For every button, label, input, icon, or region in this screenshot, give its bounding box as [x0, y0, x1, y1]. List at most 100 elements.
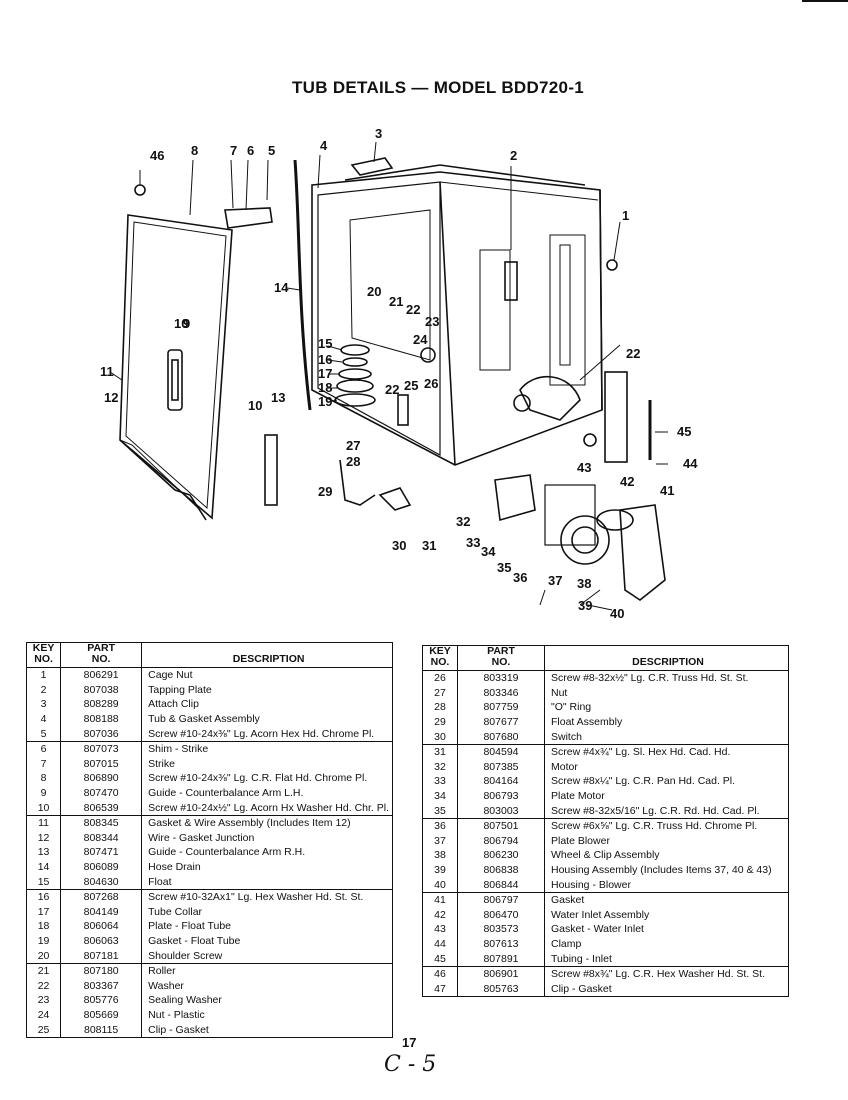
description-cell: Screw #8x¾" Lg. C.R. Hex Washer Hd. St. … [551, 968, 765, 981]
description-cell: Wheel & Clip Assembly [551, 849, 660, 862]
part-no-cell: 807759 [457, 700, 545, 715]
description-cell: Float [141, 874, 393, 890]
description-cell: Gasket [551, 894, 585, 907]
description-cell: Nut - Plastic [148, 1008, 205, 1021]
key-no-cell: 32 [422, 759, 458, 775]
description-cell: Guide - Counterbalance Arm R.H. [148, 846, 306, 859]
callout-label: 5 [268, 143, 275, 158]
part-no-cell: 807471 [60, 845, 143, 860]
callout-label: 40 [610, 606, 624, 621]
description-cell: Water Inlet Assembly [551, 908, 650, 921]
key-no-cell: 35 [422, 803, 458, 819]
part-no-cell: 805776 [60, 993, 143, 1008]
description-cell: Motor [551, 760, 578, 773]
callout-label: 23 [425, 314, 439, 329]
description-cell: Housing Assembly (Includes Items 37, 40 … [551, 864, 772, 877]
part-no-cell: 806230 [457, 848, 545, 863]
key-no-cell: 43 [422, 922, 458, 937]
part-no-cell: 807268 [60, 889, 143, 905]
key-no-cell: 37 [422, 833, 458, 849]
description-cell: Gasket - Float Tube [148, 934, 241, 947]
part-no-cell: 806890 [60, 771, 143, 786]
part-no-cell: 806797 [457, 892, 545, 908]
callout-label: 22 [385, 382, 399, 397]
part-no-cell: 807181 [60, 948, 143, 964]
callout-label: 4 [320, 138, 328, 153]
part-no-cell: 807385 [457, 759, 545, 775]
callout-label: 30 [392, 538, 406, 553]
key-no-cell: 44 [422, 936, 458, 952]
callout-label: 1 [622, 208, 629, 223]
callout-label: 32 [456, 514, 470, 529]
description-cell: Clamp [551, 937, 582, 950]
key-no-cell: 10 [26, 800, 62, 816]
part-no-cell: 803319 [457, 670, 545, 686]
part-no-cell: 808188 [60, 711, 143, 727]
key-no-cell: 12 [26, 830, 62, 846]
callout-label: 14 [274, 280, 289, 295]
description-cell: Roller [148, 965, 176, 978]
callout-label: 44 [683, 456, 698, 471]
description-cell: Clip - Gasket [148, 1023, 209, 1036]
handwritten-note: C - 5 [384, 1052, 437, 1077]
key-no-cell: 42 [422, 907, 458, 923]
description-cell: Guide - Counterbalance Arm L.H. [148, 787, 304, 800]
description-header: DESCRIPTION [544, 645, 789, 671]
key-no-cell: 23 [26, 993, 62, 1008]
callout-label: 37 [548, 573, 562, 588]
callout-label: 8 [191, 143, 198, 158]
part-no-cell: 807501 [457, 818, 545, 834]
callout-label: 3 [375, 126, 382, 141]
callout-label: 15 [318, 336, 332, 351]
part-no-cell: 808115 [60, 1022, 143, 1038]
callout-label: 28 [346, 454, 360, 469]
callout-label: 25 [404, 378, 418, 393]
callout-label: 36 [513, 570, 527, 585]
part-no-cell: 806844 [457, 877, 545, 893]
part-no-cell: 807073 [60, 741, 143, 757]
callout-label: 46 [150, 148, 164, 163]
part-no-cell: 804594 [457, 744, 545, 760]
callout-label: 31 [422, 538, 436, 553]
description-cell: Cage Nut [148, 669, 193, 682]
key-no-cell: 1 [26, 667, 62, 683]
description-cell: Screw #10-24x⅜" Lg. C.R. Flat Hd. Chrome… [148, 772, 368, 785]
part-no-cell: 807613 [457, 936, 545, 952]
part-no-cell: 808344 [60, 830, 143, 846]
key-no-cell: 27 [422, 685, 458, 701]
key-no-cell: 14 [26, 859, 62, 875]
key-no-cell: 8 [26, 771, 62, 786]
description-cell: "O" Ring [551, 701, 592, 714]
key-no-cell: 4 [26, 711, 62, 727]
key-no-cell: 38 [422, 848, 458, 863]
part-no-cell: 807470 [60, 785, 143, 801]
callout-label: 13 [271, 390, 285, 405]
key-no-cell: 34 [422, 788, 458, 804]
key-no-cell: 7 [26, 756, 62, 772]
key-no-cell: 15 [26, 874, 62, 890]
key-no-cell: 6 [26, 741, 62, 757]
part-no-cell: 805763 [457, 981, 545, 997]
top-edge-rule [802, 0, 848, 2]
description-cell: Tub & Gasket Assembly [148, 713, 260, 726]
description-cell: Wire - Gasket Junction [148, 831, 255, 844]
